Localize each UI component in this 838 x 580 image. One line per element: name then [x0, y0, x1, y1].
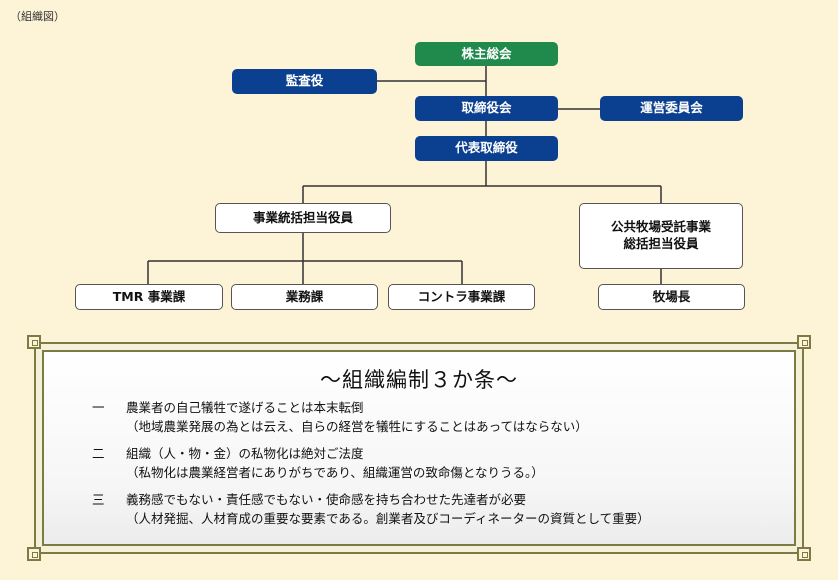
node-ranch-officer: 公共牧場受託事業 総括担当役員	[579, 203, 743, 269]
node-general-section: 業務課	[231, 284, 378, 310]
node-board-of-directors: 取締役会	[415, 96, 558, 121]
principles-panel: 〜組織編制３か条〜 一 農業者の自己犠牲で遂げることは本末転倒 （地域農業発展の…	[27, 335, 811, 561]
principle-note: （人材発掘、人材育成の重要な要素である。創業者及びコーディネーターの資質として重…	[126, 511, 650, 526]
org-connectors	[147, 66, 662, 284]
node-tmr-section: TMR 事業課	[75, 284, 223, 310]
principle-main: 義務感でもない・責任感でもない・使命感を持ち合わせた先達者が必要	[126, 492, 527, 507]
principle-main: 組織（人・物・金）の私物化は絶対ご法度	[126, 446, 364, 461]
principle-main: 農業者の自己犠牲で遂げることは本末転倒	[126, 400, 364, 415]
principle-number: 三	[92, 492, 105, 507]
node-business-officer: 事業統括担当役員	[215, 203, 391, 233]
node-auditor: 監査役	[232, 69, 377, 94]
panel-corner-ornament	[27, 335, 41, 349]
diagram-caption: （組織図）	[10, 10, 65, 23]
principle-note: （私物化は農業経営者にありがちであり、組織運営の致命傷となりうる。）	[126, 465, 544, 480]
principle-number: 二	[92, 446, 105, 461]
panel-corner-ornament	[797, 547, 811, 561]
node-steering-committee: 運営委員会	[600, 96, 743, 121]
principles-title: 〜組織編制３か条〜	[320, 368, 518, 392]
panel-corner-ornament	[27, 547, 41, 561]
principles-panel-inner: 〜組織編制３か条〜 一 農業者の自己犠牲で遂げることは本末転倒 （地域農業発展の…	[42, 350, 796, 546]
principle-number: 一	[92, 400, 105, 415]
node-ranch-manager: 牧場長	[598, 284, 745, 310]
node-representative-director: 代表取締役	[415, 136, 558, 161]
node-shareholders-meeting: 株主総会	[415, 42, 558, 66]
node-contract-section: コントラ事業課	[388, 284, 535, 310]
principle-note: （地域農業発展の為とは云え、自らの経営を犠牲にすることはあってはならない）	[126, 419, 588, 434]
panel-corner-ornament	[797, 335, 811, 349]
